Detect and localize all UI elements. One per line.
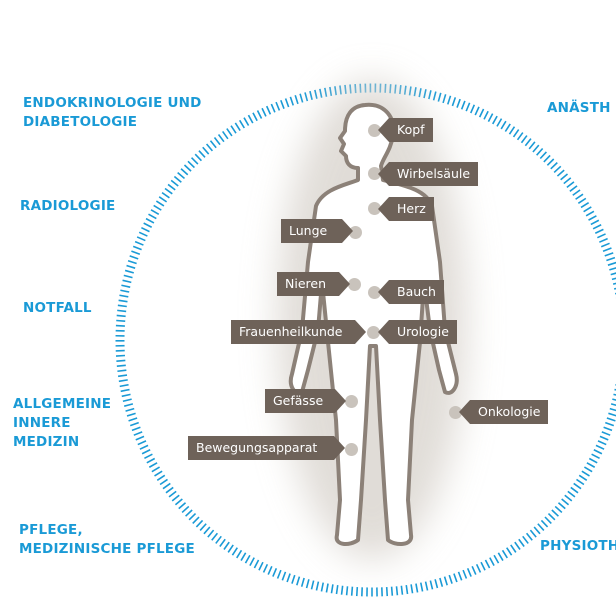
marker-herz[interactable] — [368, 202, 381, 215]
department-anaesthesie[interactable]: ANÄSTH — [547, 100, 611, 116]
marker-gefaesse[interactable] — [345, 395, 358, 408]
marker-bewegungsapparat[interactable] — [345, 443, 358, 456]
tag-wirbelsaeule[interactable]: Wirbelsäule — [377, 162, 479, 186]
tag-herz[interactable]: Herz — [378, 197, 434, 221]
tag-frauenheilkunde[interactable]: Frauenheilkunde — [231, 320, 366, 344]
marker-onkologie[interactable] — [449, 406, 462, 419]
marker-bauch[interactable] — [368, 286, 381, 299]
tag-bauch[interactable]: Bauch — [378, 280, 444, 304]
tag-lunge[interactable]: Lunge — [281, 219, 353, 243]
tag-nieren[interactable]: Nieren — [277, 272, 350, 296]
department-physiotherapie[interactable]: PHYSIOTH — [540, 538, 616, 554]
department-endokrinologie[interactable]: ENDOKRINOLOGIE UND DIABETOLOGIE — [23, 95, 202, 130]
marker-nieren[interactable] — [348, 278, 361, 291]
tag-bewegungsapparat[interactable]: Bewegungsapparat — [188, 436, 345, 460]
department-ring — [115, 83, 616, 597]
tag-urologie[interactable]: Urologie — [378, 320, 457, 344]
department-pflege[interactable]: PFLEGE, MEDIZINISCHE PFLEGE — [19, 522, 195, 557]
department-allgemeine-innere-medizin[interactable]: ALLGEMEINE INNERE MEDIZIN — [13, 396, 112, 450]
marker-unterleib[interactable] — [367, 326, 380, 339]
tag-gefaesse[interactable]: Gefässe — [265, 389, 346, 413]
marker-kopf[interactable] — [368, 124, 381, 137]
department-radiologie[interactable]: RADIOLOGIE — [20, 198, 116, 214]
tag-onkologie[interactable]: Onkologie — [458, 400, 549, 424]
department-notfall[interactable]: NOTFALL — [23, 300, 92, 316]
tag-kopf[interactable]: Kopf — [378, 118, 433, 142]
marker-wirbelsaeule[interactable] — [368, 167, 381, 180]
